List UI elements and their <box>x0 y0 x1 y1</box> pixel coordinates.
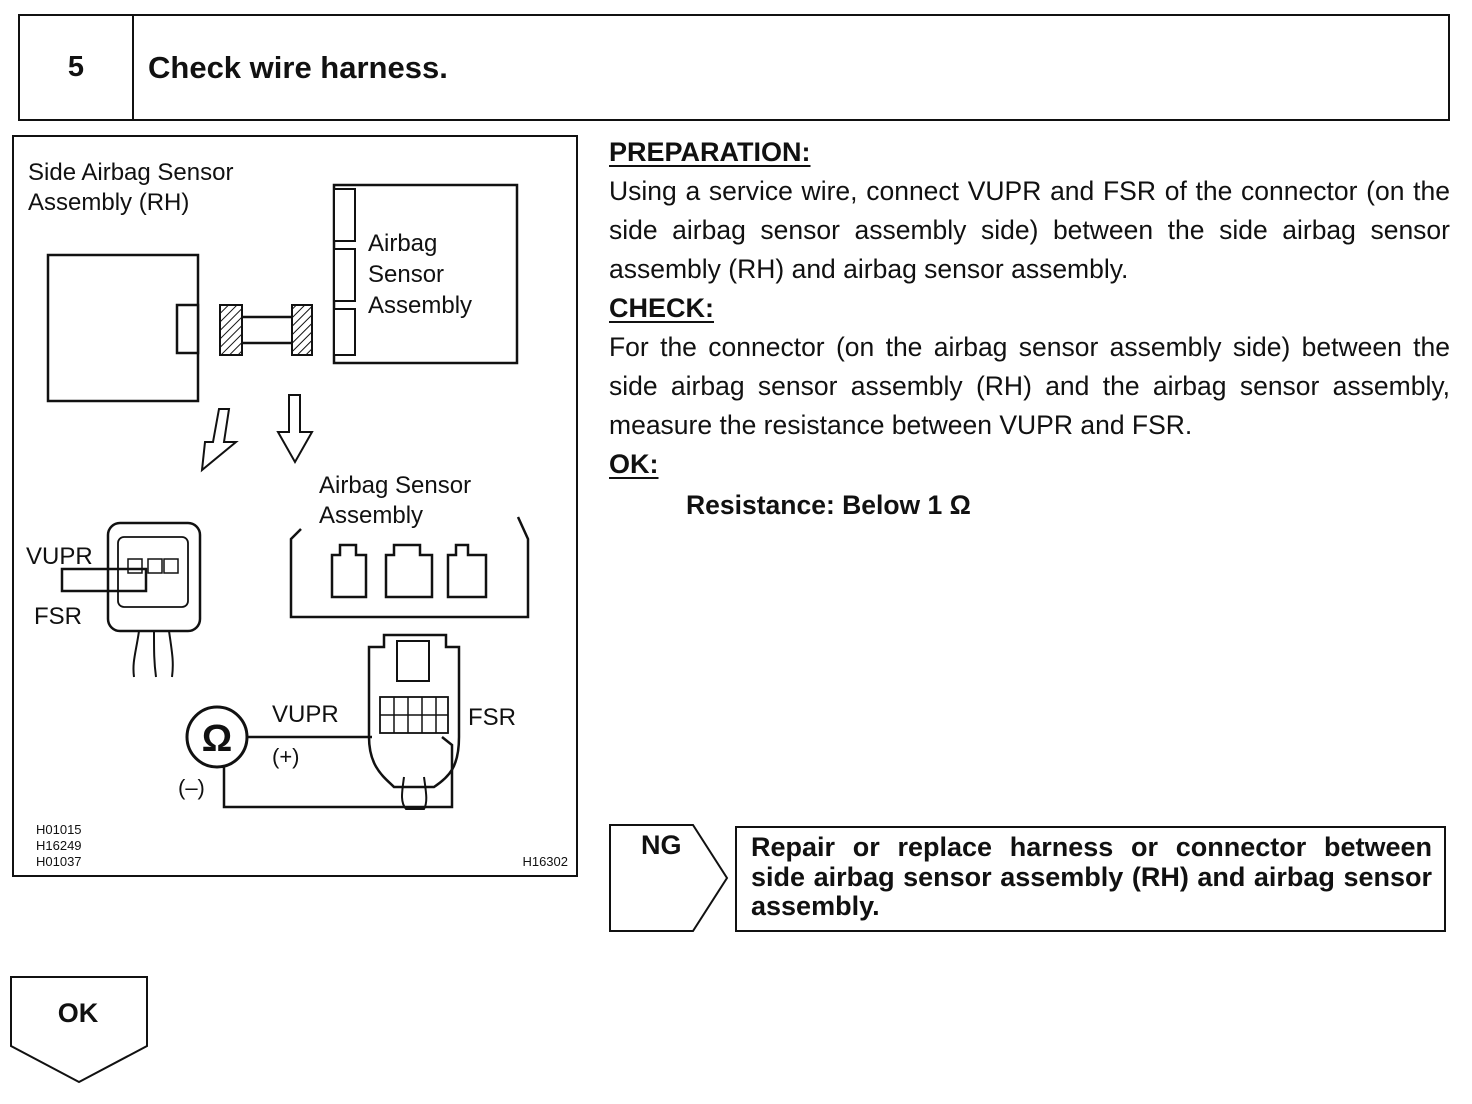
side-connector-wire <box>153 630 157 678</box>
ok-arrow-icon <box>10 976 148 1084</box>
airbag-sensor-port-2 <box>333 248 356 302</box>
label-fsr-meter: FSR <box>468 704 516 731</box>
bottom-sensor-socket-1 <box>330 543 368 599</box>
airbag-sensor-port-3 <box>333 308 356 356</box>
ng-action-box: Repair or replace harness or connector b… <box>735 826 1446 932</box>
ok-spec: Resistance: Below 1 Ω <box>686 490 971 520</box>
ok-heading: OK: <box>609 449 659 479</box>
side-connector-pin <box>163 558 179 574</box>
bottom-sensor-socket-2 <box>384 543 434 599</box>
step-number: 5 <box>20 16 134 119</box>
wiring-illustration: Side Airbag Sensor Assembly (RH) Airbag … <box>12 135 578 877</box>
airbag-sensor-port-1 <box>333 188 356 242</box>
negative-test-lead <box>222 736 454 809</box>
arrow-down-left-icon <box>200 408 239 473</box>
check-text: For the connector (on the airbag sensor … <box>609 332 1450 440</box>
figure-code: H16249 <box>36 838 82 853</box>
airbag-connector-cable <box>401 776 428 810</box>
label-vupr-meter: VUPR <box>272 701 339 728</box>
ng-label: NG <box>641 830 682 860</box>
preparation-text: Using a service wire, connect VUPR and F… <box>609 176 1450 284</box>
side-sensor-label-line2: Assembly (RH) <box>28 189 189 216</box>
airbag-connector-latch <box>396 640 430 682</box>
ng-arrow-icon <box>609 824 729 932</box>
label-fsr-left: FSR <box>34 603 82 630</box>
side-connector-pin <box>147 558 163 574</box>
bottom-sensor-label-line2: Assembly <box>319 502 423 529</box>
instructions-panel: PREPARATION: Using a service wire, conne… <box>609 133 1450 525</box>
airbag-sensor-label-line1: Airbag <box>368 230 437 257</box>
figure-code: H01037 <box>36 854 82 869</box>
side-sensor-port <box>175 303 200 355</box>
airbag-sensor-label-line3: Assembly <box>368 292 472 319</box>
airbag-connector-body <box>367 633 461 789</box>
airbag-sensor-label-line2: Sensor <box>368 261 444 288</box>
harness-connector-right <box>291 304 313 356</box>
side-sensor-label-line1: Side Airbag Sensor <box>28 159 233 186</box>
ok-label: OK <box>57 998 99 1028</box>
label-plus: (+) <box>272 744 300 769</box>
side-connector-wire <box>132 630 140 678</box>
ohm-symbol: Ω <box>202 718 232 760</box>
side-connector-pin <box>127 558 143 574</box>
arrow-down-icon <box>276 394 314 465</box>
wiring-diagram-svg: Side Airbag Sensor Assembly (RH) Airbag … <box>26 159 568 869</box>
preparation-heading: PREPARATION: <box>609 137 811 167</box>
step-title: Check wire harness. <box>148 49 448 85</box>
check-heading: CHECK: <box>609 293 714 323</box>
side-connector-face <box>117 536 189 608</box>
bottom-sensor-body <box>289 516 530 619</box>
figure-code: H01015 <box>36 822 82 837</box>
step-header: 5 Check wire harness. <box>18 14 1450 121</box>
bottom-sensor-label-line1: Airbag Sensor <box>319 472 471 499</box>
side-sensor-body <box>46 253 200 403</box>
harness-connector-left <box>219 304 243 356</box>
label-minus: (–) <box>178 775 205 800</box>
bottom-sensor-socket-3 <box>446 543 488 599</box>
figure-id: H16302 <box>522 854 568 869</box>
service-wire-loop <box>60 567 148 593</box>
side-connector-wire <box>168 630 174 678</box>
label-vupr-left: VUPR <box>26 543 93 570</box>
